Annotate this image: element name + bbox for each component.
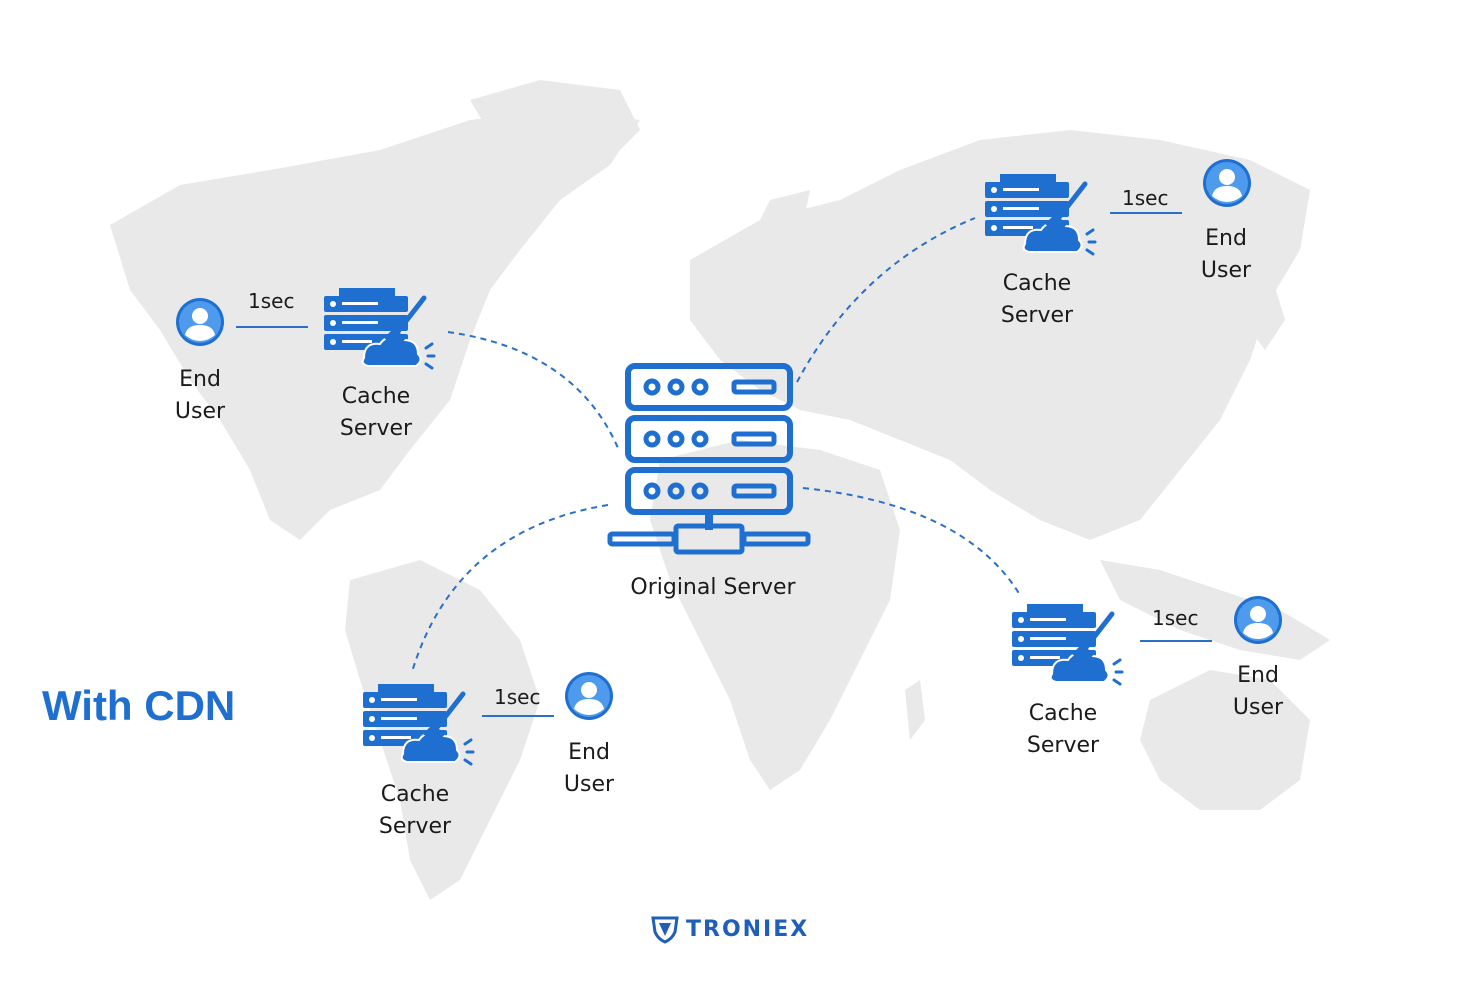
cache-server-label: Cache Server (339, 384, 413, 441)
brand-logo: TRONIEX (650, 914, 809, 944)
diagram-title: With CDN (42, 682, 236, 729)
latency-label: 1sec (1152, 606, 1199, 630)
connector-origin-north-america (447, 331, 619, 449)
latency-label: 1sec (248, 289, 295, 313)
cache-server-label: Cache Server (378, 782, 452, 839)
continent-scandinavia (740, 190, 810, 270)
continent-greenland (470, 80, 640, 180)
cache-server-label: Cache Server (1000, 271, 1074, 328)
cache-server-icon (1012, 604, 1122, 684)
end-user-label: End User (563, 740, 615, 797)
connector-origin-south-america (411, 504, 609, 673)
connector-origin-southeast-asia (802, 487, 1021, 596)
continent-eurasia (690, 130, 1310, 540)
end-user-label: End User (1232, 663, 1284, 720)
connector-origin-europe-asia (796, 217, 976, 383)
brand-name: TRONIEX (686, 916, 810, 942)
end-user-label: End User (1200, 226, 1252, 283)
shield-logo-icon (651, 916, 679, 944)
cache-server-label: Cache Server (1026, 701, 1100, 758)
latency-label: 1sec (1122, 186, 1169, 210)
server-rack-icon (607, 363, 811, 555)
origin-server-label: Original Server (630, 575, 796, 600)
islands-southeast-asia (1100, 560, 1330, 660)
latency-label: 1sec (494, 685, 541, 709)
island-japan (1250, 270, 1285, 350)
user-icon (176, 298, 224, 346)
user-icon (565, 672, 613, 720)
user-icon (1234, 596, 1282, 644)
island-madagascar (905, 680, 925, 740)
user-icon (1203, 159, 1251, 207)
end-user-label: End User (174, 367, 226, 424)
continent-australia (1140, 670, 1310, 810)
